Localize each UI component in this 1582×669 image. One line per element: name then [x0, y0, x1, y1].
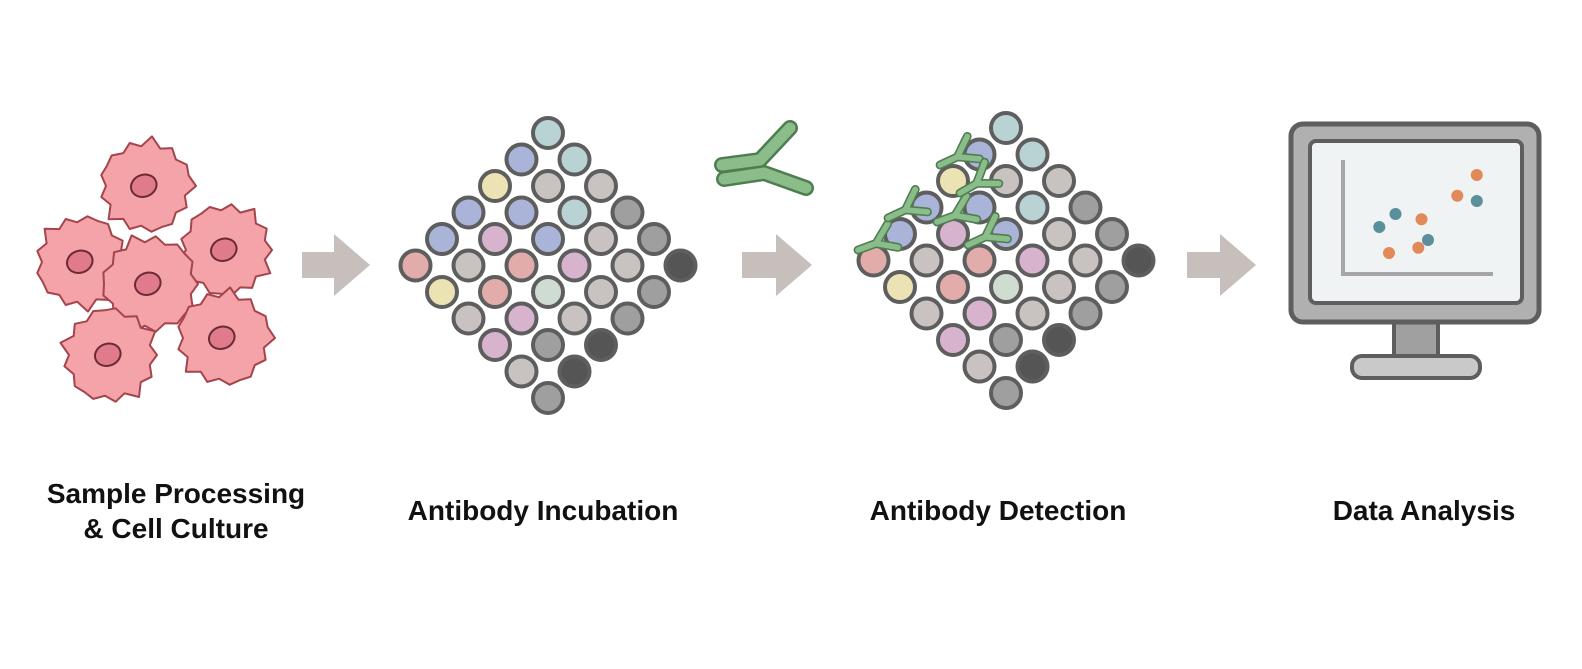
cell-icon: [177, 286, 276, 386]
well-circle: [398, 248, 433, 283]
well-circle: [451, 195, 486, 230]
well-circle: [637, 222, 671, 256]
arrow-right-icon: [1187, 234, 1256, 296]
well-circle: [504, 301, 539, 336]
well-circle: [584, 328, 618, 362]
well-circle: [936, 323, 970, 357]
well-circle: [1015, 137, 1050, 172]
well-circle: [504, 142, 539, 177]
well-circle: [478, 169, 512, 203]
well-circle: [637, 275, 671, 309]
well-circle: [425, 275, 459, 309]
well-circle: [1042, 217, 1076, 251]
well-circle: [531, 328, 565, 362]
well-circle: [663, 248, 698, 283]
cell-cluster-icon: [36, 135, 276, 403]
well-circle: [584, 222, 618, 256]
well-circle: [1042, 270, 1076, 304]
well-circle: [962, 349, 997, 384]
well-circle: [504, 248, 539, 283]
scatter-point: [1415, 213, 1428, 226]
monitor-scatter-plot-icon: [1288, 121, 1542, 380]
well-circle: [557, 301, 592, 336]
well-circle: [451, 301, 486, 336]
well-circle: [425, 222, 459, 256]
antibody-icon: [714, 120, 814, 196]
well-circle: [1042, 323, 1076, 357]
well-circle: [1095, 270, 1129, 304]
well-circle: [557, 195, 592, 230]
well-circle: [909, 243, 944, 278]
scatter-point: [1389, 208, 1402, 220]
well-plate-icon: [398, 116, 698, 415]
well-plate-with-antibodies-icon: [856, 111, 1156, 410]
well-circle: [557, 248, 592, 283]
scatter-point: [1470, 195, 1483, 207]
well-circle: [1068, 190, 1103, 225]
scatter-point: [1451, 189, 1464, 202]
scatter-point: [1383, 247, 1395, 259]
well-circle: [531, 169, 565, 203]
well-circle: [504, 354, 539, 389]
well-circle: [531, 116, 565, 150]
scatter-point: [1422, 234, 1434, 246]
well-circle: [531, 275, 565, 309]
label-line: & Cell Culture: [83, 513, 269, 544]
well-circle: [531, 222, 565, 256]
cell-icon: [176, 203, 273, 297]
well-circle: [610, 195, 645, 230]
well-circle: [1015, 296, 1050, 331]
well-circle: [1121, 243, 1156, 278]
label-antibody-incubation: Antibody Incubation: [383, 493, 703, 528]
well-circle: [989, 323, 1023, 357]
well-circle: [584, 275, 618, 309]
well-circle: [451, 248, 486, 283]
well-circle: [883, 270, 917, 304]
well-circle: [989, 270, 1023, 304]
well-circle: [478, 222, 512, 256]
well-circle: [610, 301, 645, 336]
scatter-points: [1373, 169, 1483, 259]
well-circle: [989, 111, 1023, 145]
well-circle: [1068, 243, 1103, 278]
arrow-right-icon: [302, 234, 370, 296]
label-line: Antibody Incubation: [407, 495, 679, 526]
well-circle: [1068, 296, 1103, 331]
well-circle: [557, 354, 592, 389]
well-circle: [478, 275, 512, 309]
well-circle: [962, 243, 997, 278]
well-circle: [610, 248, 645, 283]
well-circle: [584, 169, 618, 203]
label-line: Antibody Detection: [869, 495, 1127, 526]
well-circle: [962, 296, 997, 331]
label-data-analysis: Data Analysis: [1284, 493, 1564, 528]
label-sample-processing: Sample Processing & Cell Culture: [16, 476, 336, 546]
well-circle: [531, 381, 565, 415]
cell-icon: [102, 234, 199, 334]
scatter-point: [1373, 221, 1386, 233]
well-circle: [989, 376, 1023, 410]
cell-icon: [100, 135, 197, 233]
well-circle: [909, 296, 944, 331]
well-circle: [1015, 243, 1050, 278]
well-circle: [557, 142, 592, 177]
label-line: Data Analysis: [1332, 495, 1516, 526]
label-line: Sample Processing: [46, 478, 306, 509]
well-circle: [936, 270, 970, 304]
cell-icon: [59, 307, 158, 403]
well-circle: [1015, 349, 1050, 384]
scatter-point: [1470, 169, 1483, 181]
well-circle: [1095, 217, 1129, 251]
scatter-point: [1412, 241, 1425, 254]
well-circle: [504, 195, 539, 230]
arrow-right-icon: [742, 234, 812, 296]
well-circle: [478, 328, 512, 362]
well-circle: [1042, 164, 1076, 198]
well-circle: [1015, 190, 1050, 225]
label-antibody-detection: Antibody Detection: [838, 493, 1158, 528]
